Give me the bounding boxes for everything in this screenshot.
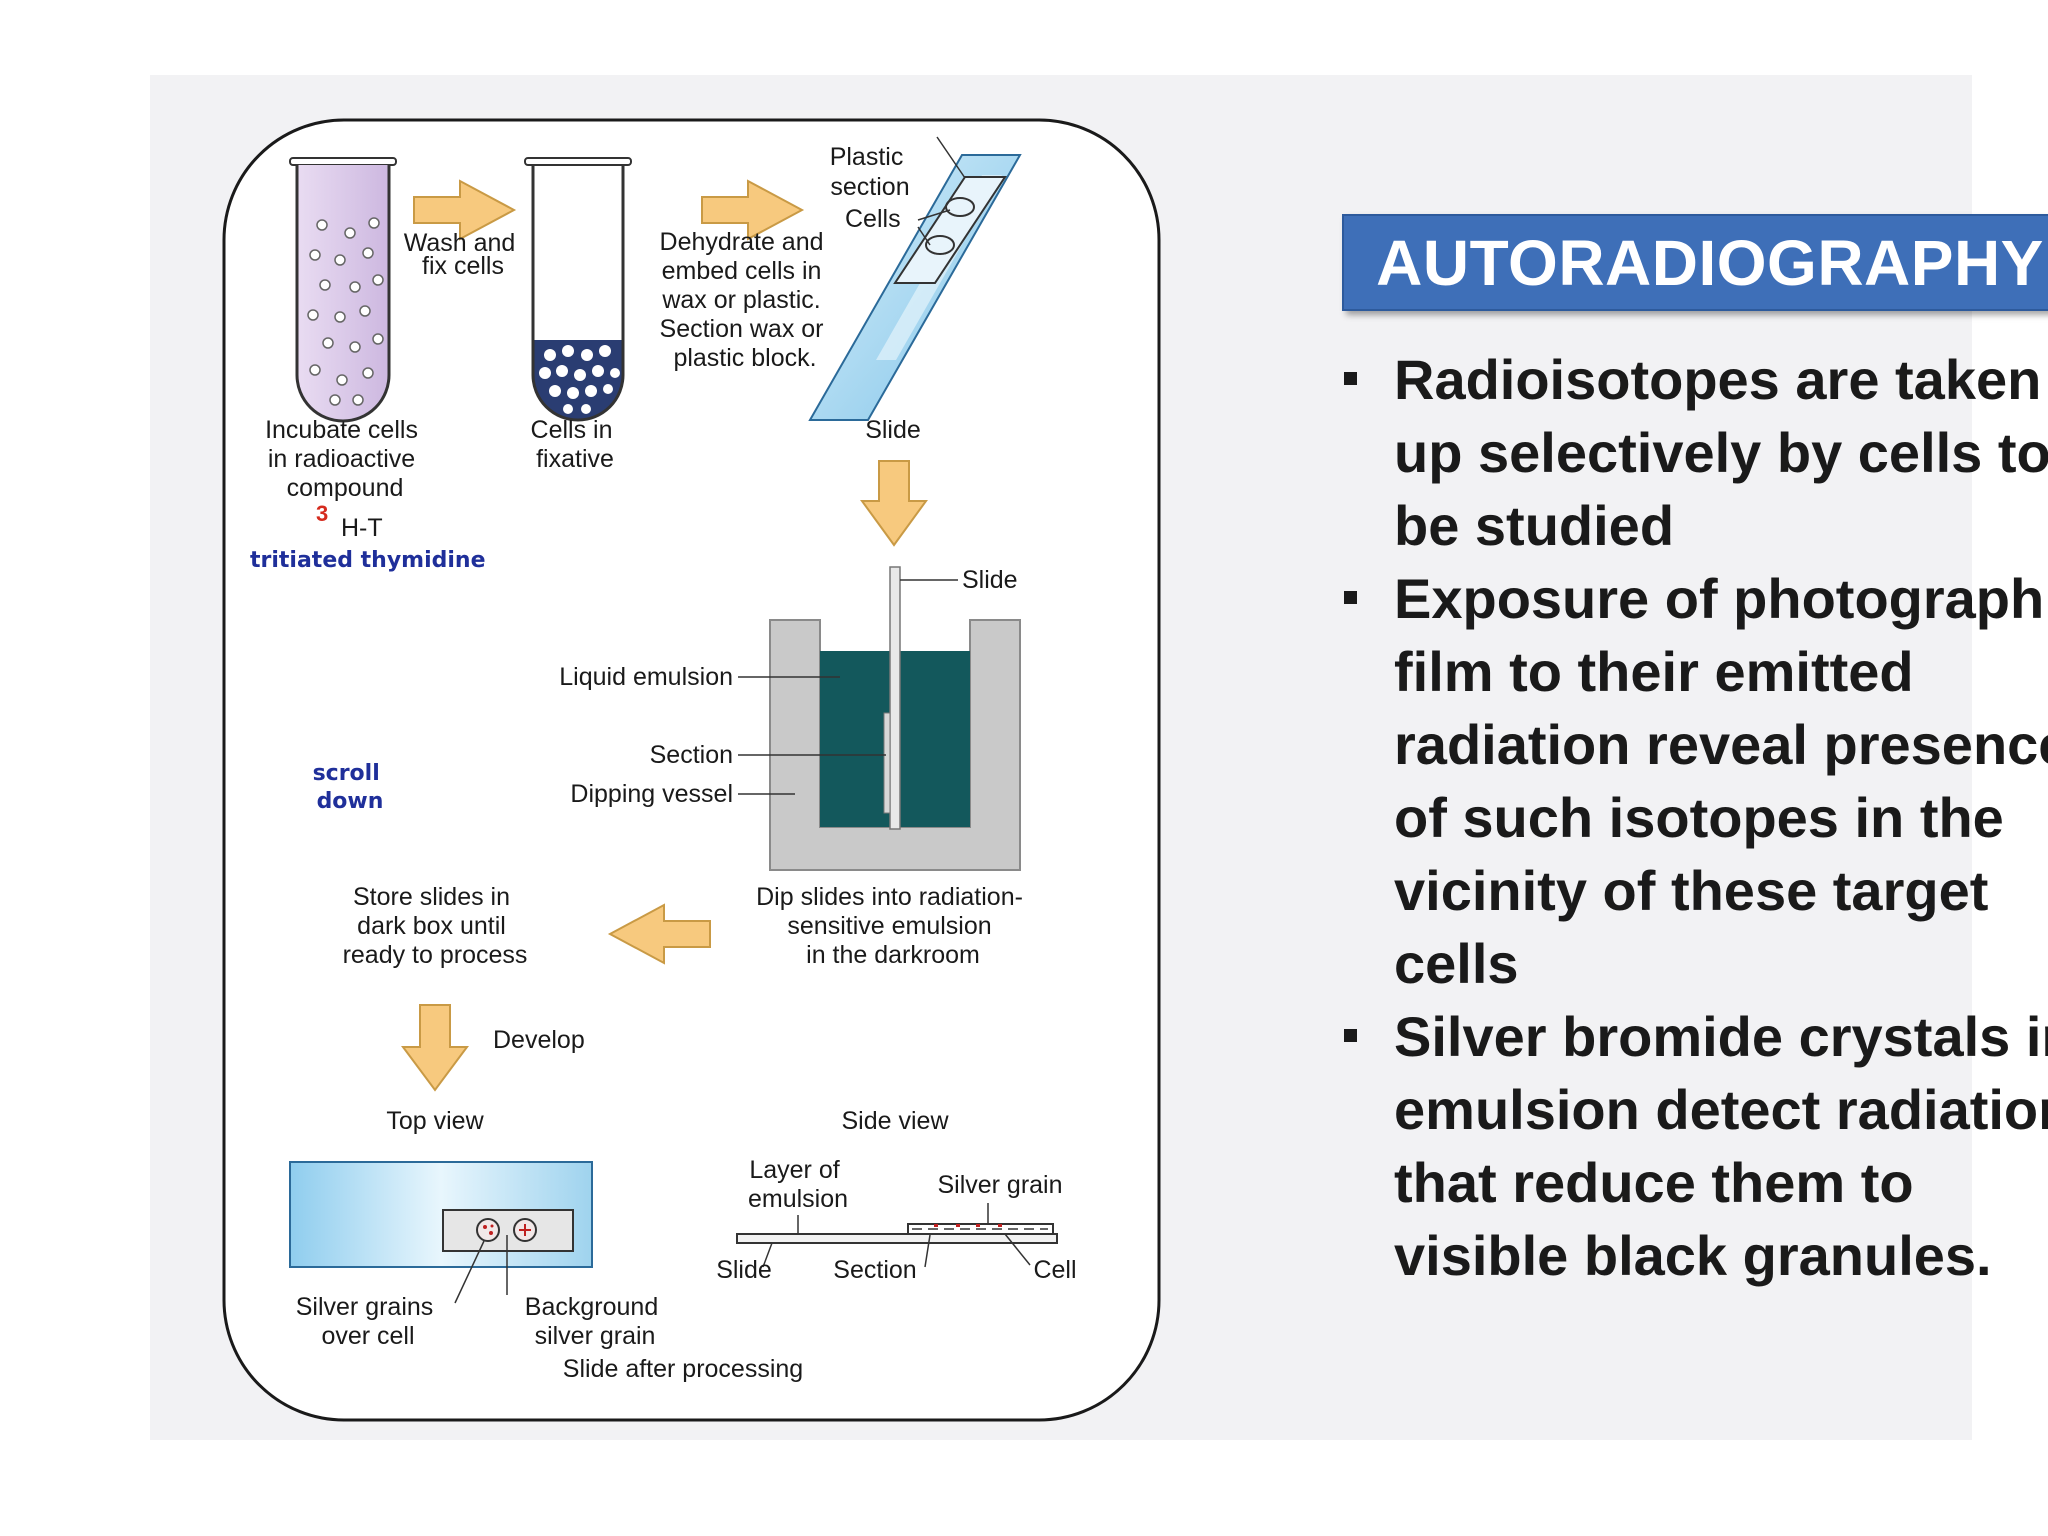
slide-background: Wash and fix cells Plastic section Cells… — [150, 75, 2048, 1440]
top-view-label: Top view — [386, 1107, 484, 1135]
isotope-formula: H-T — [341, 514, 383, 542]
tritiated-label: tritiated thymidine — [250, 548, 486, 573]
top-view-slide — [289, 1161, 593, 1304]
section-bottom-label: Section — [833, 1256, 916, 1284]
background-grain-label: Background silver grain — [525, 1293, 665, 1350]
develop-label: Develop — [493, 1026, 585, 1054]
tilted-slide — [808, 136, 1022, 421]
arrow-left — [607, 903, 711, 965]
isotope-superscript: 3 — [316, 501, 328, 526]
dehydrate-label: Dehydrate and embed cells in wax or plas… — [660, 228, 831, 372]
bullet-item: Exposure of photographic film to their e… — [1342, 562, 2048, 1000]
dip-label: Dip slides into radiation- sensitive emu… — [756, 883, 1030, 969]
silver-grains-label: Silver grains over cell — [296, 1293, 441, 1350]
dipping-vessel — [738, 566, 1021, 871]
diagram-panel — [222, 118, 1161, 1422]
test-tube-incubate — [289, 157, 397, 423]
autoradiography-diagram: Wash and fix cells Plastic section Cells… — [222, 118, 1161, 1422]
arrow-right-2 — [701, 179, 805, 241]
incubate-label: Incubate cells in radioactive compound — [265, 416, 425, 502]
store-label: Store slides in dark box until ready to … — [343, 883, 528, 969]
silver-grain-label: Silver grain — [937, 1171, 1062, 1199]
slide-after-label: Slide after processing — [563, 1355, 803, 1383]
arrow-down-2 — [401, 1004, 469, 1092]
dipping-vessel-label: Dipping vessel — [570, 780, 733, 808]
arrow-right-1 — [413, 179, 517, 241]
cell-bottom-label: Cell — [1033, 1256, 1076, 1284]
wash-label: Wash and fix cells — [404, 229, 523, 280]
bullet-list: Radioisotopes are taken up selectively b… — [1342, 343, 2048, 1292]
arrow-down-1 — [860, 460, 928, 547]
slide-bottom-label: Slide — [716, 1256, 772, 1284]
scroll-down-label: scroll down — [313, 761, 388, 814]
fixative-label: Cells in fixative — [531, 416, 620, 473]
liquid-emulsion-label: Liquid emulsion — [559, 663, 733, 691]
test-tube-fixative — [524, 157, 632, 422]
cells-label: Cells — [845, 205, 901, 233]
side-view-label: Side view — [842, 1107, 950, 1135]
slide-label-vessel: Slide — [962, 566, 1018, 594]
bullet-item: Radioisotopes are taken up selectively b… — [1342, 343, 2048, 562]
layer-emulsion-label: Layer of emulsion — [748, 1156, 848, 1213]
side-view-slide — [736, 1203, 1058, 1268]
plastic-section-label: Plastic section — [830, 143, 911, 201]
page-title: AUTORADIOGRAPHY — [1376, 226, 2044, 299]
bullet-item: Silver bromide crystals in emulsion dete… — [1342, 1000, 2048, 1292]
title-banner: AUTORADIOGRAPHY — [1342, 214, 2048, 311]
section-label: Section — [650, 741, 733, 769]
slide-label-top: Slide — [865, 416, 921, 444]
